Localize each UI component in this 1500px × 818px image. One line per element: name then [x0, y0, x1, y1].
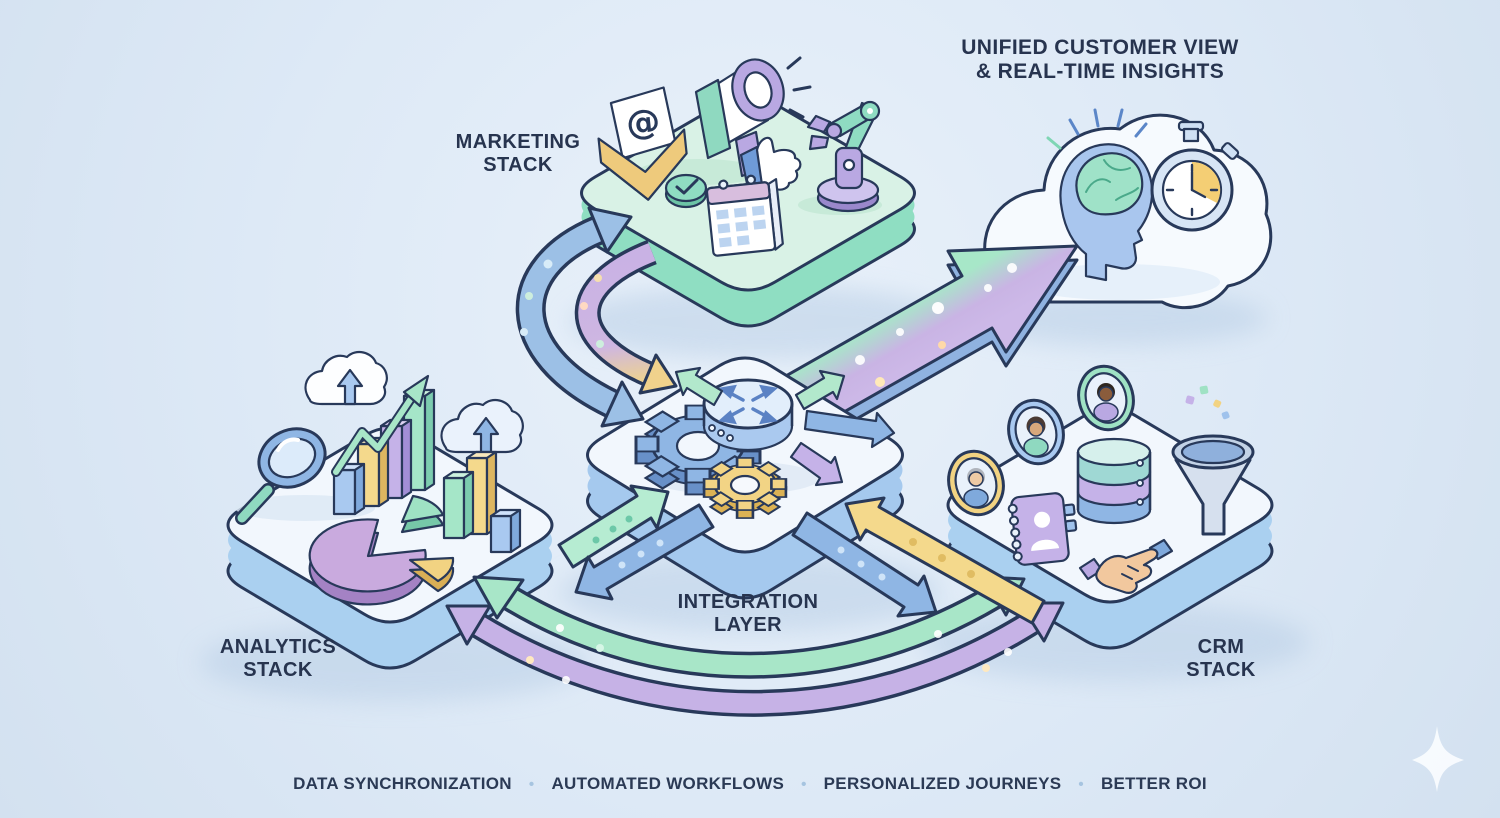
trend-arrow-icon	[331, 374, 430, 477]
insights-label: UNIFIED CUSTOMER VIEW & REAL-TIME INSIGH…	[961, 36, 1239, 84]
marketing-platform: @	[580, 56, 916, 328]
bar-chart-icon	[332, 388, 436, 516]
avatar-badge-icon	[947, 449, 1005, 517]
check-circle-icon	[664, 173, 708, 209]
crm-stack-label: CRM STACK	[1186, 636, 1256, 681]
dot-separator: •	[801, 775, 807, 793]
magnifier-icon	[235, 427, 327, 525]
gear-yellow-icon	[702, 456, 788, 520]
integration-layer-label: INTEGRATION LAYER	[677, 591, 819, 636]
handshake-icon	[1078, 538, 1174, 594]
analytics-platform	[226, 350, 554, 670]
upload-cloud-icon	[304, 350, 388, 406]
arrow-purple-loop	[574, 239, 678, 395]
benefit-item: PERSONALIZED JOURNEYS	[823, 774, 1062, 793]
benefit-item: BETTER ROI	[1100, 774, 1207, 793]
megaphone-icon	[694, 56, 812, 178]
integration-crm-arrows	[791, 496, 1046, 625]
gear-blue-icon	[634, 404, 762, 496]
calendar-icon	[705, 174, 784, 257]
router-hub-icon	[702, 378, 794, 452]
stopwatch-icon	[1150, 120, 1240, 232]
pie-chart-icon	[308, 494, 455, 606]
confetti	[1185, 385, 1230, 420]
avatar-badge-icon	[1007, 398, 1065, 466]
arrow-to-analytics	[574, 503, 715, 601]
at-symbol: @	[624, 101, 662, 144]
benefit-item: DATA SYNCHRONIZATION	[293, 774, 512, 793]
envelope-at-icon: @	[597, 86, 688, 201]
arrow-to-crm	[791, 511, 938, 618]
integration-platform	[586, 356, 904, 600]
bar-chart-icon	[442, 450, 522, 554]
arrow-e	[803, 409, 896, 449]
robot-arm-icon	[806, 100, 881, 213]
benefit-item: AUTOMATED WORKFLOWS	[551, 774, 785, 793]
upload-cloud-icon	[440, 398, 524, 454]
insights-cloud	[983, 108, 1273, 310]
router-out-arrows	[674, 366, 896, 487]
sync-arc-purple	[445, 601, 1065, 717]
sparkle-star	[1412, 726, 1464, 792]
crm-platform	[946, 364, 1274, 650]
database-icon	[1076, 437, 1152, 525]
arrow-se	[789, 441, 844, 487]
head-with-brain-icon	[1046, 108, 1154, 282]
marketing-stack-label: MARKETING STACK	[455, 131, 581, 176]
dot-separator: •	[1078, 775, 1084, 793]
funnel-icon	[1171, 434, 1255, 536]
analytics-integration-arrows	[557, 484, 715, 601]
arrow-ne	[794, 369, 846, 411]
avatar-badge-icon	[1077, 364, 1135, 432]
benefits-bar: DATA SYNCHRONIZATION • AUTOMATED WORKFLO…	[0, 774, 1500, 794]
marketing-integration-arrows	[515, 206, 678, 428]
dot-separator: •	[528, 775, 535, 793]
contact-book-icon	[1007, 492, 1078, 566]
arrow-nw	[674, 366, 724, 407]
idea-rays	[1046, 108, 1148, 150]
analytics-stack-label: ANALYTICS STACK	[219, 636, 337, 681]
arrow-blue-loop	[515, 206, 645, 428]
